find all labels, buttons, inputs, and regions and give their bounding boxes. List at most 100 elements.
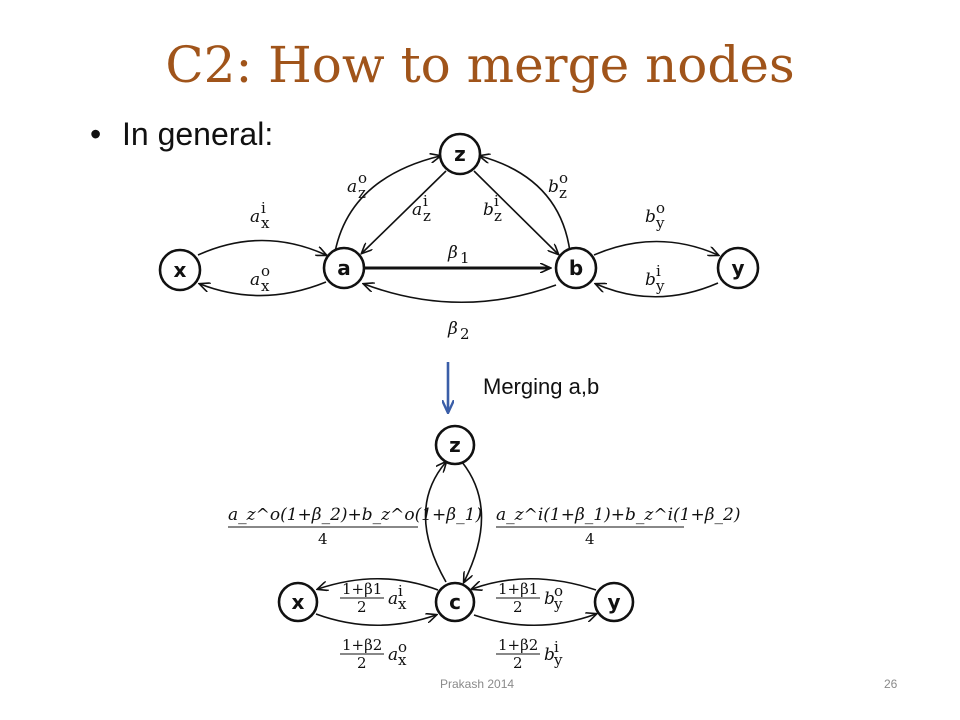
label-b-z-i: b i z [483,192,502,225]
label-cy-bot: 1+β2 2 b i y [496,636,563,672]
edge-y-c [472,577,597,590]
svg-text:b: b [544,645,555,665]
svg-text:b: b [645,207,656,227]
edge-a-x [200,281,327,297]
node-label: c [449,590,461,614]
node-y-top: y [716,246,760,290]
svg-text:a_z^i(1+β_1)+b_z^i(1+β_2): a_z^i(1+β_1)+b_z^i(1+β_2) [496,505,740,525]
label-xc-top: 1+β1 2 a i x [340,580,407,616]
node-label: x [174,258,187,282]
svg-text:i: i [494,192,499,210]
node-c: c [434,581,476,623]
svg-text:a: a [388,645,398,665]
node-label: a [337,256,351,280]
node-z-bottom: z [434,424,476,466]
label-b-y-i: b i y [645,262,665,295]
footer-author: Prakash 2014 [440,677,515,691]
label-beta1: β 1 [447,243,470,267]
svg-text:b: b [483,200,494,220]
svg-text:1+β2: 1+β2 [498,636,538,654]
svg-text:b: b [645,270,656,290]
page-number: 26 [884,677,898,691]
svg-text:2: 2 [357,654,367,672]
svg-text:a_z^o(1+β_2)+b_z^o(1+β_1): a_z^o(1+β_2)+b_z^o(1+β_1) [228,505,482,525]
edge-z-c [461,461,483,582]
svg-text:o: o [358,169,367,187]
label-a-z-o: a o z [347,169,367,202]
svg-text:y: y [553,595,563,613]
svg-text:z: z [358,184,366,202]
svg-text:4: 4 [585,530,595,548]
edge-a-z [334,156,440,253]
svg-text:β: β [447,319,458,339]
svg-text:o: o [261,262,270,280]
node-label: b [569,256,583,280]
label-a-x-i: a i x [250,199,270,232]
svg-text:2: 2 [460,325,470,343]
node-x-top: x [158,248,202,292]
svg-text:o: o [656,199,665,217]
bullet-dot-icon: • [90,116,102,152]
svg-text:1: 1 [460,249,470,267]
edge-b-z [480,156,571,253]
svg-text:y: y [553,651,563,669]
svg-text:z: z [494,207,502,225]
node-label: y [731,256,744,280]
svg-text:x: x [398,595,407,613]
label-cy-top: 1+β1 2 b o y [496,580,563,616]
svg-text:a: a [250,270,260,290]
edge-y-b [596,282,719,298]
node-a: a [322,246,366,290]
svg-text:y: y [655,277,665,295]
label-b-y-o: b o y [645,199,665,232]
svg-text:o: o [398,638,407,656]
node-label: y [607,590,620,614]
node-label: z [449,433,461,457]
svg-text:i: i [261,199,266,217]
bullet-text: In general: [122,116,274,152]
node-z-top: z [438,132,482,176]
svg-text:1+β1: 1+β1 [498,580,538,598]
edge-c-x [318,577,439,590]
edge-c-y [473,614,596,627]
svg-text:a: a [412,200,422,220]
svg-text:i: i [554,638,559,656]
edge-b-a [364,284,557,304]
svg-text:x: x [398,651,407,669]
edge-x-a [197,239,326,256]
svg-text:a: a [250,207,260,227]
svg-text:β: β [447,243,458,263]
svg-text:z: z [559,184,567,202]
node-label: z [454,142,466,166]
svg-text:x: x [261,214,270,232]
edge-z-b [473,170,558,254]
edge-c-z [424,462,447,583]
svg-text:a: a [388,589,398,609]
svg-text:z: z [423,207,431,225]
edge-x-c [315,614,436,627]
svg-text:i: i [656,262,661,280]
label-a-x-o: a o x [250,262,270,295]
svg-text:b: b [544,589,555,609]
label-zc-left: a_z^o(1+β_2)+b_z^o(1+β_1) 4 [228,505,482,548]
svg-text:o: o [559,169,568,187]
label-zc-right: a_z^i(1+β_1)+b_z^i(1+β_2) 4 [496,505,740,548]
svg-text:y: y [655,214,665,232]
node-b: b [554,246,598,290]
edge-b-y [593,240,718,256]
svg-text:4: 4 [318,530,328,548]
node-y-bottom: y [593,581,635,623]
label-a-z-i: a i z [412,192,431,225]
label-beta2: β 2 [447,319,470,343]
bullet-item: • In general: [90,116,273,153]
svg-text:i: i [398,582,403,600]
svg-text:x: x [261,277,270,295]
svg-text:o: o [554,582,563,600]
svg-text:i: i [423,192,428,210]
node-x-bottom: x [277,581,319,623]
svg-text:1+β1: 1+β1 [342,580,382,598]
slide-title: C2: How to merge nodes [165,36,795,94]
edge-z-a [362,170,447,253]
